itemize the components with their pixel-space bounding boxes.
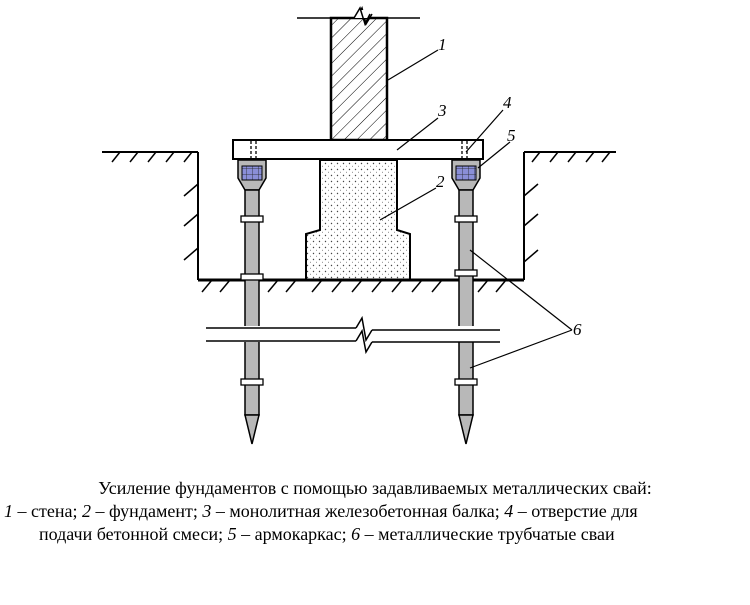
legend-num-5: 5 xyxy=(227,524,237,544)
legend-text-1: – стена; xyxy=(13,501,82,521)
reinforced-concrete-beam xyxy=(232,139,484,160)
legend-num-4: 4 xyxy=(504,501,514,521)
reinforcement-cage-right xyxy=(455,165,477,181)
ground-hatch-marks xyxy=(111,151,611,293)
legend-num-1: 1 xyxy=(4,501,13,521)
legend-text-6: – металлические трубчатые сваи xyxy=(360,524,615,544)
legend-text-2: – фундамент; xyxy=(90,501,203,521)
break-line xyxy=(206,315,500,355)
foundation-diagram: 1 3 2 4 5 6 xyxy=(102,6,616,445)
label-cage: 5 xyxy=(507,126,516,145)
legend-num-3: 3 xyxy=(202,501,212,521)
ground-right xyxy=(523,151,616,280)
label-foundation: 2 xyxy=(436,172,445,191)
caption-title: Усиление фундаментов с помощью задавлива… xyxy=(98,478,652,498)
label-beam: 3 xyxy=(437,101,447,120)
legend-num-6: 6 xyxy=(351,524,361,544)
legend-num-2: 2 xyxy=(81,501,91,521)
leader-lines xyxy=(379,49,573,369)
label-wall: 1 xyxy=(438,35,447,54)
label-piles: 6 xyxy=(573,320,582,339)
label-hole: 4 xyxy=(503,93,512,112)
legend-text-4b: подачи бетонной смеси; xyxy=(39,524,228,544)
foundation xyxy=(305,159,411,281)
legend-text-4: – отверстие для xyxy=(513,501,638,521)
wall xyxy=(297,6,420,142)
concrete-feed-hole xyxy=(250,141,468,158)
legend-text-3: – монолитная железобетонная балка; xyxy=(211,501,505,521)
legend-text-5: – армокаркас; xyxy=(236,524,352,544)
reinforcement-cage-left xyxy=(241,165,263,181)
legend-line-2: подачи бетонной смеси; 5 – армокаркас; 6… xyxy=(4,523,744,546)
steel-pipe-pile-left xyxy=(237,159,267,445)
steel-pipe-pile-right xyxy=(451,159,481,445)
caption-legend: 1 – стена; 2 – фундамент; 3 – монолитная… xyxy=(4,500,744,546)
